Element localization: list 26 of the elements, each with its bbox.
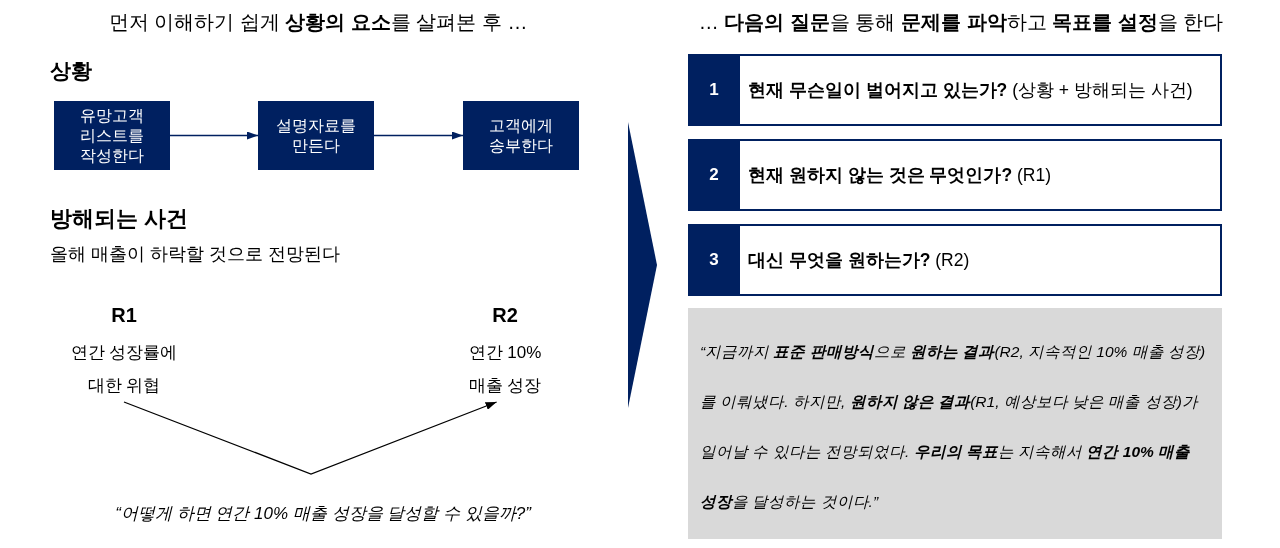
quote-caption: “어떻게 하면 연간 10% 매출 성장을 달성할 수 있을까?”: [115, 503, 531, 525]
question-box: [688, 139, 1222, 211]
question-box: [688, 224, 1222, 296]
section-title: 방해되는 사건: [50, 205, 189, 233]
step-number: 1: [688, 54, 740, 126]
process-box: 고객에게 송부한다: [463, 101, 579, 170]
arrow: [169, 131, 259, 140]
question-box: [688, 54, 1222, 126]
result-heading: R2: [492, 303, 518, 328]
step-number: 3: [688, 224, 740, 296]
section-title: 상황: [50, 58, 92, 84]
event-text: 올해 매출이 하락할 것으로 전망된다: [50, 243, 340, 266]
process-box: 유망고객 리스트를 작성한다: [54, 101, 170, 170]
arrow: [373, 131, 464, 140]
step-number: 2: [688, 139, 740, 211]
result-description: 연간 성장률에 대한 위협: [69, 342, 179, 397]
result-heading: R1: [111, 303, 137, 328]
section-heading: 먼저 이해하기 쉽게 상황의 요소를 살펴본 후 …: [108, 10, 528, 35]
question-text: 대신 무엇을 원하는가? (R2): [748, 249, 970, 272]
question-text: 현재 원하지 않는 것은 무엇인가? (R1): [748, 164, 1052, 187]
process-box: 설명자료를 만든다: [258, 101, 374, 170]
question-text: 현재 무슨일이 벌어지고 있는가? (상황 + 방해되는 사건): [748, 79, 1193, 102]
result-description: 연간 10% 매출 성장: [467, 342, 543, 397]
quote-panel: “지금까지 표준 판매방식으로 원하는 결과(R2, 지속적인 10% 매출 성장)를 이뤄냈다. 하지만, 원하지 않은 결과(R1, 예상보다 낮은 매출 성장)가 일어날 수 있다는 전망되었다. 우리의 목표는 지속해서 연간 10% 매출 성장을 달성하는 것이다.”: [688, 308, 1222, 539]
section-heading: … 다음의 질문을 통해 문제를 파악하고 목표를 설정을 한다: [698, 10, 1224, 35]
arrow: [123, 401, 498, 475]
